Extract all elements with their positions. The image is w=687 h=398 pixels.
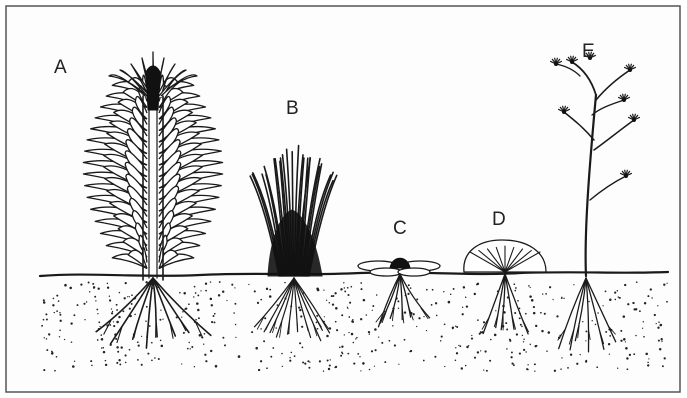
- label-e: E: [582, 41, 595, 62]
- label-c: C: [393, 218, 407, 239]
- label-b: B: [286, 98, 299, 119]
- label-d: D: [492, 209, 506, 230]
- label-a: A: [54, 57, 67, 78]
